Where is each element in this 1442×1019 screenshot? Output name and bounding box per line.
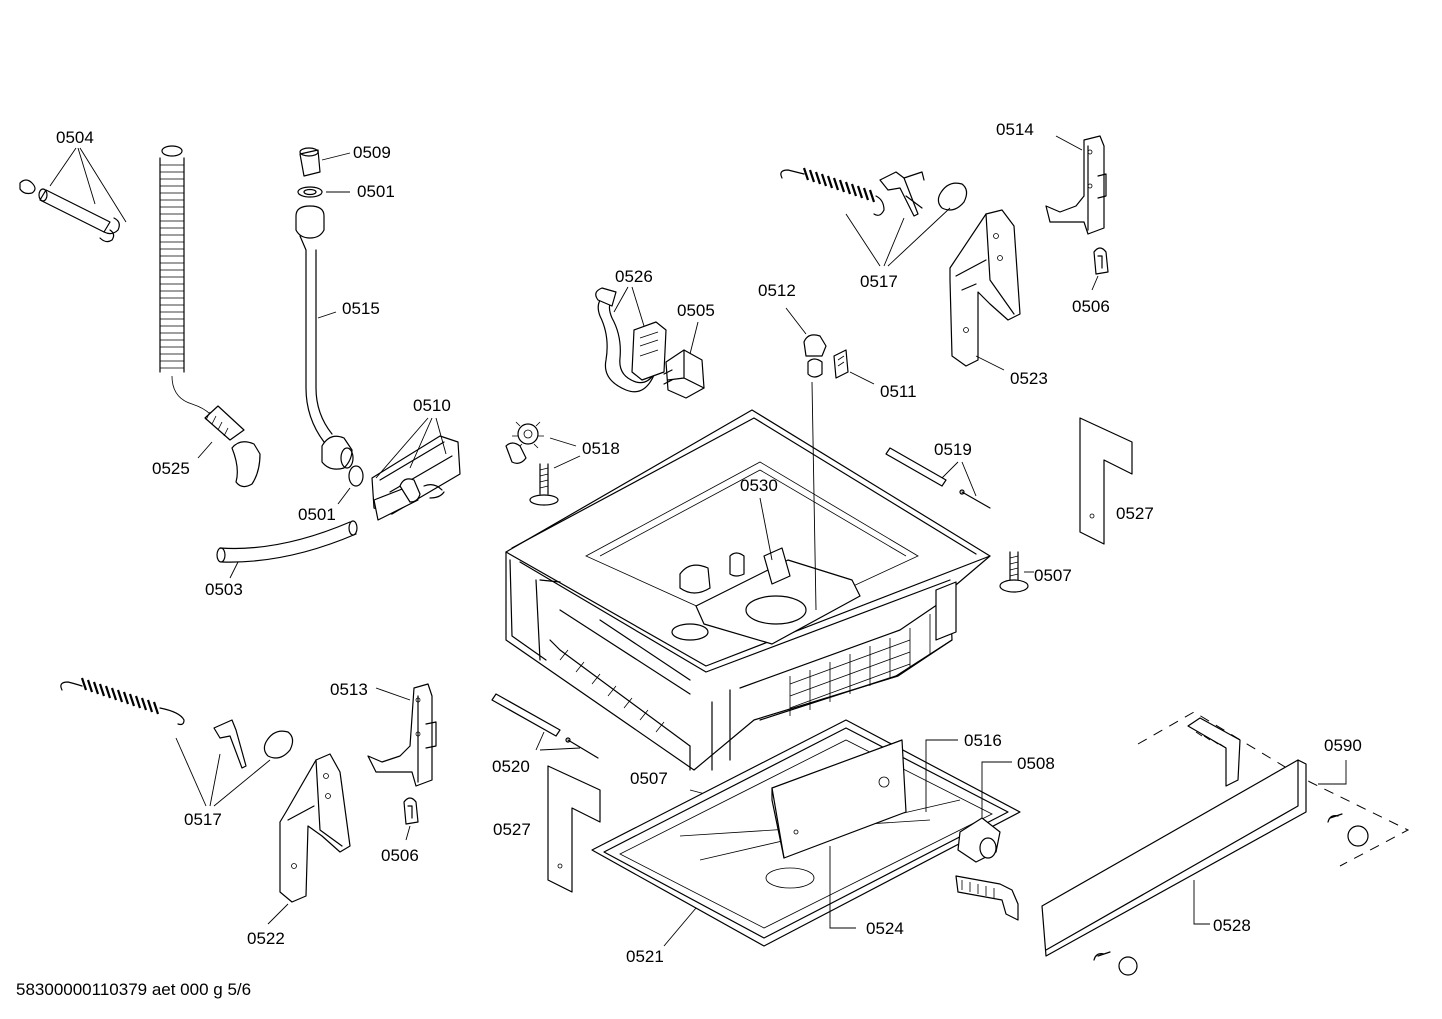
callout-0507-right: 0507 — [1034, 566, 1072, 585]
callout-0590: 0590 — [1324, 736, 1362, 755]
callout-0504: 0504 — [56, 128, 94, 147]
part-0523-door-bracket — [949, 209, 1021, 371]
document-id: 58300000110379 aet 000 g 5/6 — [16, 980, 252, 999]
part-0590-plinth-group — [1137, 711, 1410, 867]
callout-0503: 0503 — [205, 580, 243, 599]
callout-0523: 0523 — [1010, 369, 1048, 388]
callout-0518: 0518 — [582, 439, 620, 458]
part-0506-clip-top — [1091, 247, 1109, 291]
part-0511-contact — [833, 349, 875, 385]
part-0525-corrugated-hose — [159, 145, 261, 488]
callout-0519: 0519 — [934, 440, 972, 459]
callout-0512: 0512 — [758, 281, 796, 300]
callout-0521: 0521 — [626, 947, 664, 966]
callout-0511: 0511 — [880, 382, 917, 401]
callout-0501-bottom: 0501 — [298, 505, 336, 524]
callout-labels: 0504 0509 0501 0515 0510 0525 0501 0503 … — [56, 120, 1362, 966]
part-0530-leader — [759, 381, 817, 611]
part-0501-seal-top — [297, 186, 350, 198]
part-0519-rail-and-pin — [885, 447, 991, 509]
part-0520-rail-and-pin — [491, 693, 599, 759]
callout-0517-bottom: 0517 — [184, 810, 222, 829]
part-0513-hinge-bracket — [367, 683, 437, 787]
callout-0522: 0522 — [247, 929, 285, 948]
callout-0526: 0526 — [615, 267, 653, 286]
part-0522-door-bracket — [267, 753, 351, 925]
part-0504-pipe-with-clamps — [19, 147, 127, 243]
callout-0520: 0520 — [492, 757, 530, 776]
part-0505-connector — [663, 321, 705, 399]
callout-0505: 0505 — [677, 301, 715, 320]
callout-0516: 0516 — [964, 731, 1002, 750]
callout-0509: 0509 — [353, 143, 391, 162]
callout-0515: 0515 — [342, 299, 380, 318]
callout-0514: 0514 — [996, 120, 1034, 139]
part-0515-inlet-hose — [295, 205, 354, 470]
callout-0517-top: 0517 — [860, 272, 898, 291]
part-0507-foot-right — [999, 551, 1034, 593]
part-0506-clip-bottom — [403, 797, 419, 841]
part-base-frame-assembly — [505, 409, 991, 771]
part-0518-wheel-and-screw — [505, 421, 581, 506]
part-0526-cable — [595, 286, 667, 393]
part-0503-hose-piece — [216, 520, 358, 579]
callout-0513: 0513 — [330, 680, 368, 699]
part-0517-spring-set-top — [780, 167, 968, 267]
part-0517-spring-set-bottom — [60, 677, 294, 807]
part-0528-plinth-panel — [1041, 759, 1307, 976]
part-0501-seal-bottom — [337, 465, 364, 505]
part-0524-sensor-strip — [829, 846, 1019, 929]
callout-0506-bottom: 0506 — [381, 846, 419, 865]
callout-0525: 0525 — [152, 459, 190, 478]
part-0514-hinge-bracket — [1045, 135, 1107, 235]
callout-0507-bottom: 0507 — [630, 769, 668, 788]
callout-0506-top: 0506 — [1072, 297, 1110, 316]
callout-0501-top: 0501 — [357, 182, 395, 201]
callout-0510: 0510 — [413, 396, 451, 415]
part-0516-cover-plate — [771, 739, 958, 859]
callout-0527-right: 0527 — [1116, 504, 1154, 523]
part-0508-drain-valve — [957, 761, 1012, 863]
callout-0527-bottom: 0527 — [493, 820, 531, 839]
callout-0528: 0528 — [1213, 916, 1251, 935]
part-0527-angle-bottom — [547, 765, 601, 893]
callout-0524: 0524 — [866, 919, 904, 938]
part-0510-inlet-valve — [371, 417, 461, 521]
callout-0530: 0530 — [740, 476, 778, 495]
part-0527-angle-right — [1079, 417, 1133, 545]
callout-0508: 0508 — [1017, 754, 1055, 773]
part-0509-filter — [299, 147, 351, 177]
part-0512-clip — [785, 307, 827, 378]
